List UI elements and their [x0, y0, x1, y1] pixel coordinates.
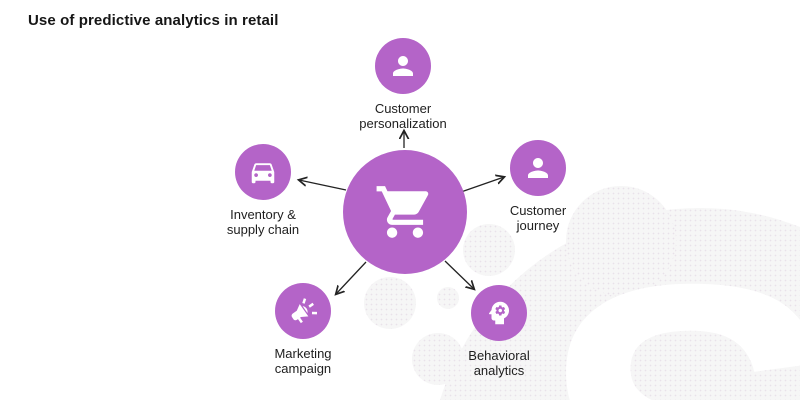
node-inventory-supply-chain: Inventory & supply chain: [198, 144, 328, 238]
node-customer-personalization: Customer personalization: [338, 38, 468, 132]
person-icon: [528, 158, 548, 178]
arrow-to-marketing-campaign: [336, 261, 367, 294]
watermark-dotted-circle-small-3: [463, 224, 515, 276]
node-marketing-campaign: Marketing campaign: [238, 283, 368, 377]
behavioral-analytics-bubble: [471, 285, 527, 341]
label-line: Marketing: [274, 346, 332, 361]
behavioral-analytics-label: Behavioral analytics: [468, 348, 529, 379]
watermark-dotted-circle-medium: [566, 186, 676, 296]
customer-personalization-bubble: [375, 38, 431, 94]
marketing-campaign-label: Marketing campaign: [274, 346, 331, 377]
customer-journey-label: Customer journey: [510, 203, 566, 234]
car-icon: [251, 163, 275, 184]
label-line: analytics: [473, 363, 525, 379]
person-icon: [393, 56, 413, 76]
label-line: campaign: [274, 361, 332, 377]
label-line: Customer: [374, 101, 432, 116]
customer-journey-bubble: [510, 140, 566, 196]
inventory-supply-chain-label: Inventory & supply chain: [227, 207, 299, 238]
label-line: supply chain: [226, 222, 300, 238]
shopping-cart-icon: [376, 186, 429, 238]
marketing-campaign-bubble: [275, 283, 331, 339]
arrow-to-behavioral-analytics: [444, 260, 474, 289]
inventory-supply-chain-bubble: [235, 144, 291, 200]
label-line: Behavioral: [468, 348, 530, 363]
watermark-dotted-circle-tiny: [437, 287, 459, 309]
hub-retail: [343, 150, 467, 274]
megaphone-icon: [291, 298, 318, 324]
node-customer-journey: Customer journey: [473, 140, 603, 234]
page-title: Use of predictive analytics in retail: [28, 12, 279, 29]
label-line: Inventory &: [230, 207, 296, 222]
label-line: journey: [516, 218, 560, 234]
watermark-dotted-circle-small-2: [412, 333, 464, 385]
head-gear-icon: [488, 301, 509, 325]
arrow-to-inventory-supply-chain: [299, 180, 347, 191]
watermark-dotted-circle-small-1: [364, 277, 416, 329]
customer-personalization-label: Customer personalization: [359, 101, 446, 132]
label-line: personalization: [359, 116, 447, 132]
label-line: Customer: [509, 203, 567, 218]
node-behavioral-analytics: Behavioral analytics: [434, 285, 564, 379]
arrow-to-customer-journey: [460, 177, 504, 193]
